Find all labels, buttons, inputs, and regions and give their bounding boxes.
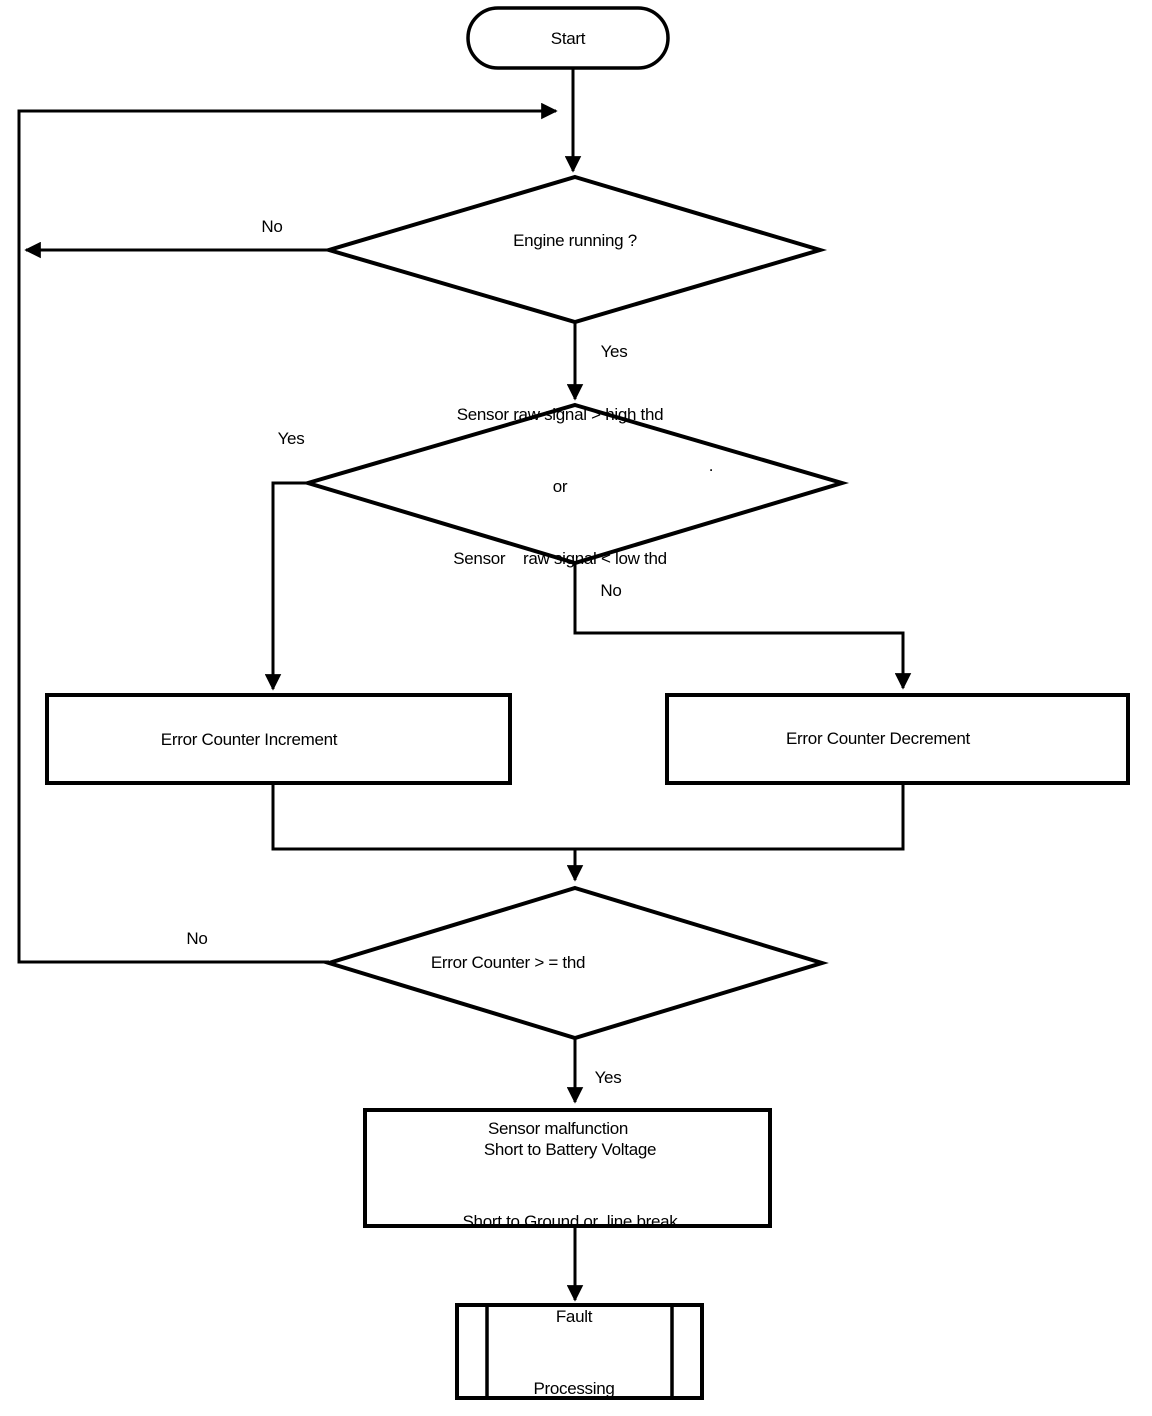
fault-processing-line2: Processing: [533, 1379, 615, 1398]
signal-check-line1: Sensor raw signal > high thd: [456, 405, 664, 424]
error-counter-increment-box: [45, 693, 512, 785]
engine-running-label: Engine running ?: [513, 231, 637, 250]
start-label: Start: [550, 29, 586, 48]
error-counter-check-decision-shape: [322, 885, 829, 1041]
sensor-malfunction-detail: Short to Battery Voltage Short to Ground…: [463, 1090, 678, 1282]
edge-label-signal-yes: Yes: [277, 429, 305, 448]
edge-label-engine-yes: Yes: [600, 342, 628, 361]
signal-check-decision-shape: [300, 402, 850, 566]
connector-signal-yes: [264, 481, 308, 691]
sensor-malfunction-line2: Short to Battery Voltage: [483, 1140, 657, 1159]
edge-label-engine-no: No: [261, 217, 283, 236]
error-counter-decrement-label: Error Counter Decrement: [786, 729, 970, 748]
error-counter-increment-label: Error Counter Increment: [160, 730, 338, 749]
start-terminator-shape: [466, 6, 670, 70]
fault-processing-line1: Fault: [555, 1307, 593, 1326]
edge-label-counter-yes: Yes: [594, 1068, 622, 1087]
fault-processing-label: Fault Processing: [533, 1257, 614, 1416]
engine-running-decision-shape: [321, 174, 828, 325]
signal-check-line2: or: [552, 477, 568, 496]
error-counter-decrement-box: [665, 693, 1130, 785]
connector-merge: [271, 785, 905, 851]
sensor-malfunction-title: Sensor malfunction: [487, 1119, 629, 1138]
connector-counter-no-loopback: [17, 102, 558, 964]
stray-period-mark: .: [708, 456, 714, 475]
connector-signal-no: [573, 563, 912, 690]
edge-label-signal-no: No: [600, 581, 622, 600]
sensor-malfunction-line3: Short to Ground or line break: [462, 1212, 678, 1231]
error-counter-check-label: Error Counter > = thd: [430, 953, 586, 972]
fault-processing-box: [455, 1303, 704, 1400]
signal-check-label: Sensor raw signal > high thd or Sensor r…: [453, 355, 667, 619]
signal-check-line3: Sensor raw signal < low thd: [453, 549, 667, 568]
edge-label-counter-no: No: [186, 929, 208, 948]
sensor-malfunction-box: [363, 1108, 772, 1228]
